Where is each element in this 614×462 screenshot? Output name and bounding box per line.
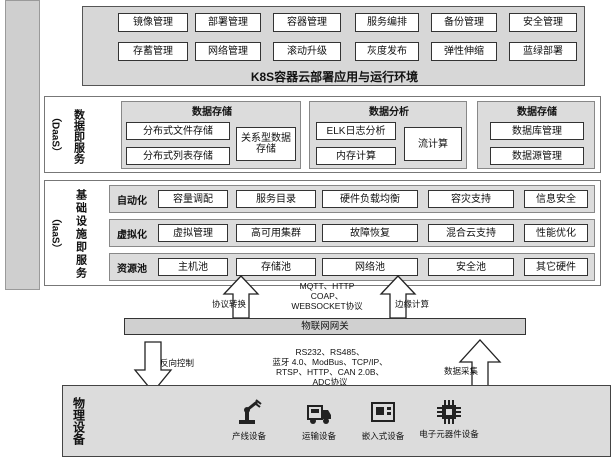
protocols-top: MQTT、HTTP COAP、 WEBSOCKET协议 (272, 281, 382, 311)
k8s-item-orchestration: 服务编排 (355, 13, 419, 32)
k8s-title: K8S容器云部署应用与运行环境 (250, 69, 419, 84)
storage-pool: 存储池 (236, 258, 316, 276)
elk-log-analysis: ELK日志分析 (316, 122, 396, 140)
device-embedded: 嵌入式设备 (353, 398, 413, 454)
iaas-side-label: 基础设施即服务 (74, 188, 87, 280)
k8s-item-network: 网络管理 (195, 42, 261, 61)
protocol-line: MQTT、HTTP (299, 281, 355, 291)
host-pool: 主机池 (158, 258, 228, 276)
embedded-board-icon (371, 402, 395, 422)
device-electronic: 电子元器件设备 (417, 398, 481, 458)
virtual-management: 虚拟管理 (158, 224, 228, 242)
info-security: 信息安全 (524, 190, 588, 208)
protocol-convert-arrow (222, 275, 260, 319)
performance-optimize: 性能优化 (524, 224, 588, 242)
device-label: 产线设备 (231, 431, 266, 441)
network-pool: 网络池 (322, 258, 418, 276)
row-label-virtualization: 虚拟化 (117, 229, 147, 241)
protocol-line: 蓝牙 4.0、ModBus、TCP/IP、 (272, 357, 388, 367)
k8s-item-container: 容器管理 (273, 13, 341, 32)
protocol-line: RS232、RS485、 (295, 347, 365, 357)
protocol-line: RTSP、HTTP、CAN 2.0B、 (275, 367, 384, 377)
stream-compute: 流计算 (404, 127, 462, 161)
daas-storage-section: 数据存储 分布式文件存储 分布式列表存储 关系型数据存储 (121, 101, 301, 169)
row-label-resource-pool: 资源池 (117, 263, 147, 275)
data-collect-arrow (458, 339, 502, 391)
robot-arm-icon (239, 399, 262, 424)
chip-icon (437, 400, 461, 424)
k8s-item-deploy: 部署管理 (195, 13, 261, 32)
edge-compute-label: 边缘计算 (394, 299, 429, 309)
fault-recovery: 故障恢复 (322, 224, 418, 242)
distributed-file-storage: 分布式文件存储 (126, 122, 230, 140)
daas-storage-title: 数据存储 (192, 106, 232, 118)
protocol-line: WEBSOCKET协议 (291, 301, 363, 311)
relational-data-storage: 关系型数据存储 (236, 127, 296, 161)
capacity-allocation: 容量调配 (158, 190, 228, 208)
device-label: 嵌入式设备 (361, 431, 405, 441)
k8s-panel: 镜像管理 部署管理 容器管理 服务编排 备份管理 安全管理 存蓄管理 网络管理 … (82, 6, 585, 86)
device-production: 产线设备 (221, 398, 277, 454)
k8s-item-security: 安全管理 (509, 13, 577, 32)
database-management: 数据库管理 (490, 122, 584, 140)
left-sidebar-strip (5, 0, 40, 290)
hardware-load-balance: 硬件负载均衡 (322, 190, 418, 208)
reverse-control-arrow (133, 341, 173, 394)
daas-analysis-title: 数据分析 (369, 106, 409, 118)
physical-panel: 物理设备 产线设备 运输设备 嵌入式设备 (62, 385, 611, 457)
ha-cluster: 高可用集群 (236, 224, 316, 242)
data-collect-label: 数据采集 (444, 366, 479, 376)
service-catalog: 服务目录 (236, 190, 316, 208)
daas-side-label: 数据即服务 (72, 108, 85, 164)
device-transport: 运输设备 (291, 398, 347, 454)
device-label: 电子元器件设备 (419, 429, 479, 439)
row-label-automation: 自动化 (117, 195, 147, 207)
physical-side-label: 物理设备 (71, 397, 86, 445)
k8s-item-gray: 灰度发布 (355, 42, 419, 61)
device-label: 运输设备 (301, 431, 336, 441)
daas-panel: （DaaS） 数据即服务 数据存储 分布式文件存储 分布式列表存储 关系型数据存… (44, 96, 601, 173)
protocols-bottom: RS232、RS485、 蓝牙 4.0、ModBus、TCP/IP、 RTSP、… (255, 347, 405, 387)
k8s-item-storage: 存蓄管理 (118, 42, 188, 61)
other-hardware: 其它硬件 (524, 258, 588, 276)
iaas-row-virtualization: 虚拟化 虚拟管理 高可用集群 故障恢复 混合云支持 性能优化 (109, 219, 595, 247)
hybrid-cloud: 混合云支持 (428, 224, 514, 242)
datasource-management: 数据源管理 (490, 147, 584, 165)
protocol-line: ADC协议 (312, 377, 348, 387)
daas-storage2-title: 数据存储 (517, 106, 557, 118)
iaas-row-automation: 自动化 容量调配 服务目录 硬件负载均衡 容灾支持 信息安全 (109, 185, 595, 213)
k8s-item-bluegreen: 蓝绿部署 (509, 42, 577, 61)
truck-icon (307, 405, 331, 424)
daas-tag: （DaaS） (49, 112, 61, 158)
reverse-control-label: 反向控制 (159, 358, 194, 368)
security-pool: 安全池 (428, 258, 514, 276)
distributed-list-storage: 分布式列表存储 (126, 147, 230, 165)
disaster-recovery: 容灾支持 (428, 190, 514, 208)
iaas-row-resource-pool: 资源池 主机池 存储池 网络池 安全池 其它硬件 (109, 253, 595, 281)
iot-gateway: 物联网网关 (124, 318, 526, 335)
k8s-item-elastic: 弹性伸缩 (431, 42, 497, 61)
k8s-item-backup: 备份管理 (431, 13, 497, 32)
iaas-panel: （IaaS） 基础设施即服务 自动化 容量调配 服务目录 硬件负载均衡 容灾支持… (44, 180, 601, 286)
iaas-tag: （IaaS） (49, 212, 61, 254)
edge-compute-arrow (379, 275, 417, 319)
k8s-item-rolling: 滚动升级 (273, 42, 341, 61)
protocol-convert-label: 协议转换 (211, 299, 246, 309)
daas-storage-section-2: 数据存储 数据库管理 数据源管理 (477, 101, 595, 169)
daas-analysis-section: 数据分析 ELK日志分析 内存计算 流计算 (309, 101, 467, 169)
protocol-line: COAP、 (310, 291, 344, 301)
memory-compute: 内存计算 (316, 147, 396, 165)
k8s-item-mirror: 镜像管理 (118, 13, 188, 32)
